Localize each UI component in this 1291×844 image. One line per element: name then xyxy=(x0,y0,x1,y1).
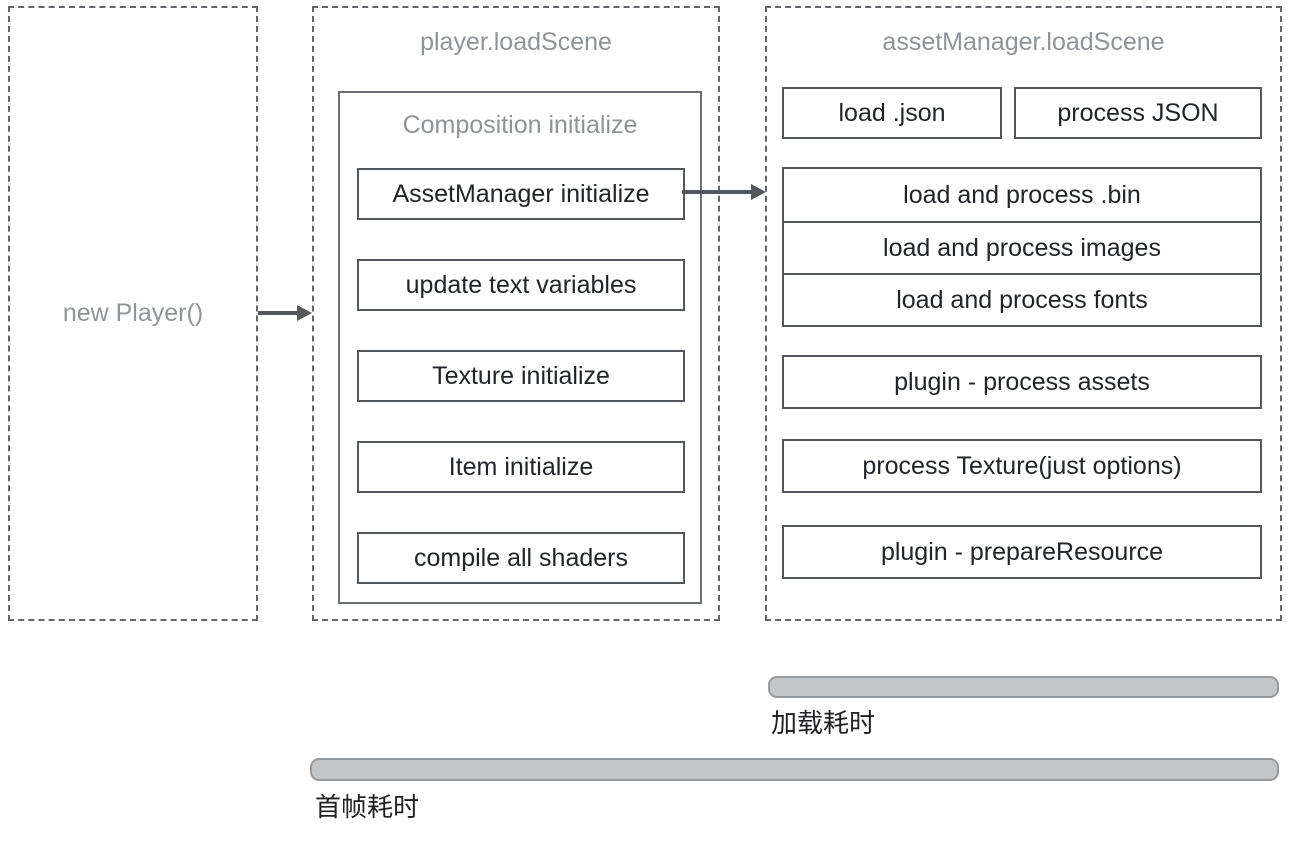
first-frame-time-bar xyxy=(310,758,1279,781)
step-load-process-fonts: load and process fonts xyxy=(784,273,1260,325)
composition-initialize-group: Composition initialize AssetManager init… xyxy=(338,91,702,604)
step-compile-all-shaders: compile all shaders xyxy=(357,532,685,584)
player-loadscene-panel: player.loadScene Composition initialize … xyxy=(312,6,720,621)
arrow-new-player-to-loadscene-head xyxy=(297,305,312,321)
step-plugin-prepare-resource: plugin - prepareResource xyxy=(782,525,1262,579)
load-time-bar xyxy=(768,676,1279,698)
step-texture-initialize: Texture initialize xyxy=(357,350,685,402)
step-process-texture-options: process Texture(just options) xyxy=(782,439,1262,493)
new-player-label: new Player() xyxy=(62,299,204,327)
assetmanager-loadscene-title: assetManager.loadScene xyxy=(882,28,1165,56)
step-assetmanager-initialize: AssetManager initialize xyxy=(357,168,685,220)
step-load-process-images: load and process images xyxy=(784,221,1260,273)
load-process-stack: load and process .bin load and process i… xyxy=(782,167,1262,327)
step-plugin-process-assets: plugin - process assets xyxy=(782,355,1262,409)
arrow-assetmanager-to-loadscene-head xyxy=(751,184,766,200)
first-frame-time-bar-label: 首帧耗时 xyxy=(315,792,420,822)
step-process-json: process JSON xyxy=(1014,87,1262,139)
composition-initialize-title: Composition initialize xyxy=(402,111,638,139)
load-time-bar-label: 加载耗时 xyxy=(771,708,876,738)
arrow-new-player-to-loadscene-line xyxy=(258,311,299,315)
arrow-assetmanager-to-loadscene-line xyxy=(682,190,752,194)
step-item-initialize: Item initialize xyxy=(357,441,685,493)
step-update-text-variables: update text variables xyxy=(357,259,685,311)
step-load-json: load .json xyxy=(782,87,1002,139)
step-load-process-bin: load and process .bin xyxy=(903,180,1141,209)
assetmanager-loadscene-panel: assetManager.loadScene load .json proces… xyxy=(765,6,1282,621)
player-loadscene-title: player.loadScene xyxy=(420,28,612,56)
new-player-panel: new Player() xyxy=(8,6,258,621)
